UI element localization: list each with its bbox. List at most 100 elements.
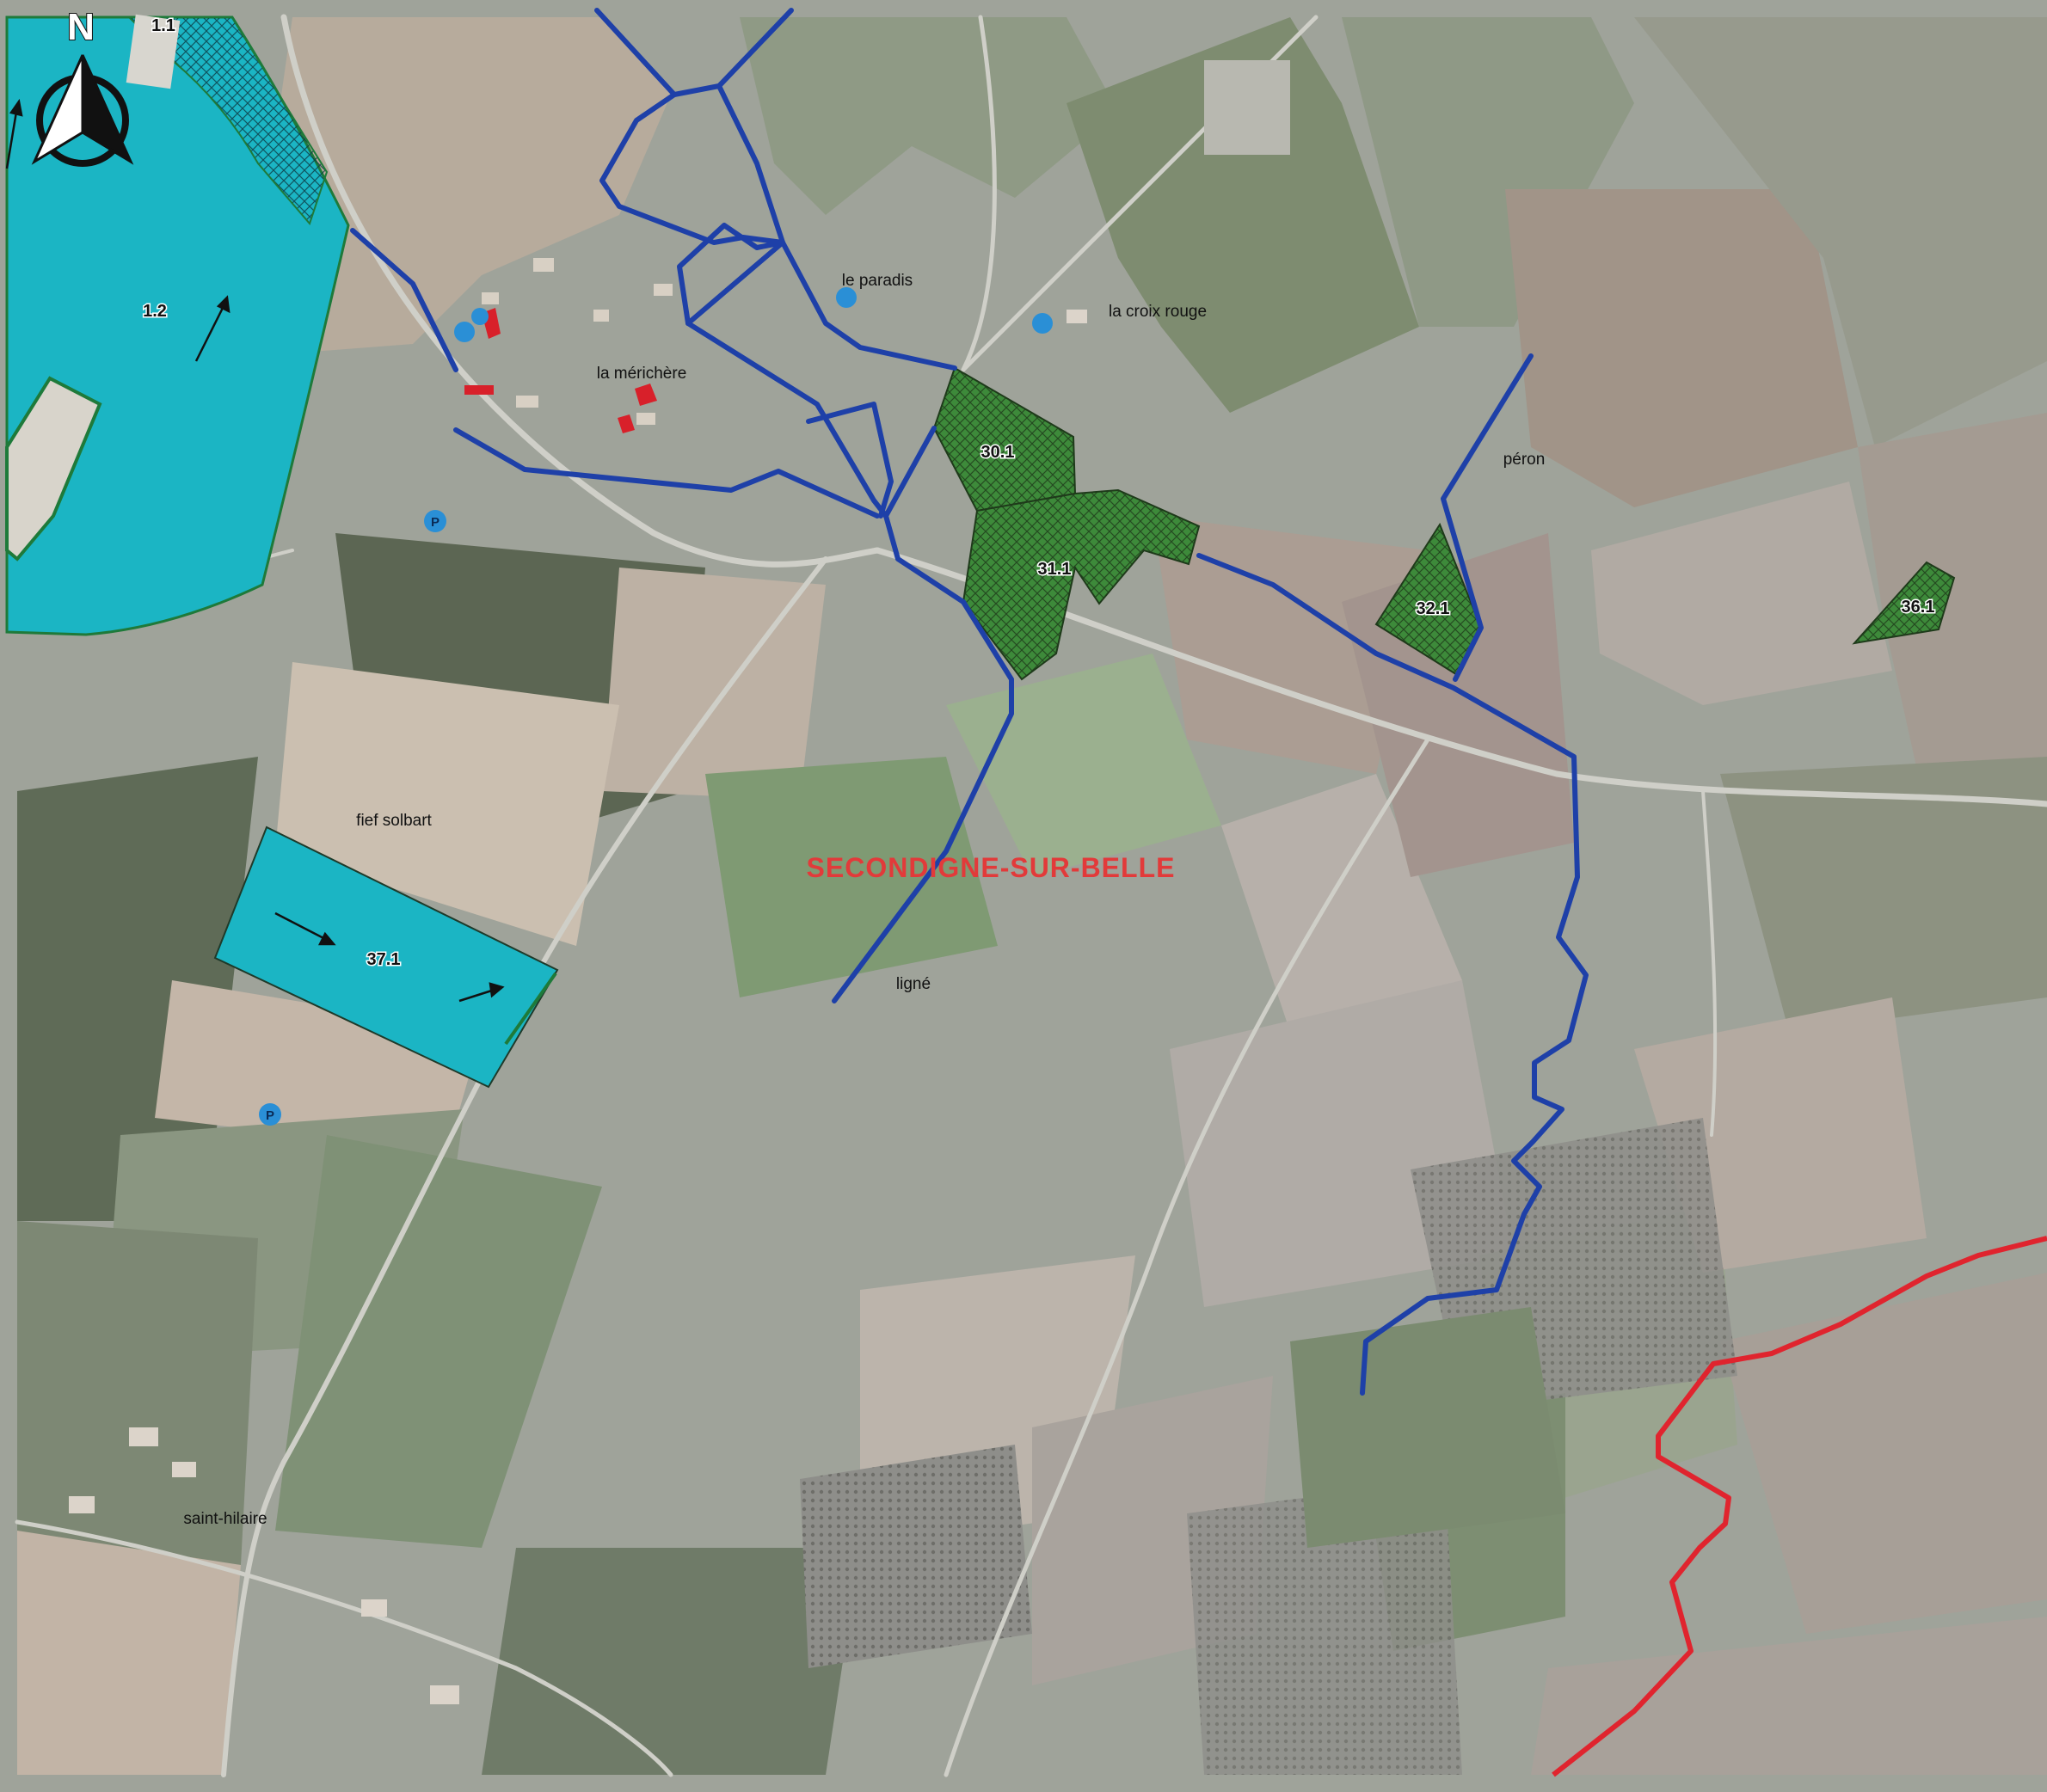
north-label: N [67, 6, 95, 48]
hedge-line[interactable] [1196, 553, 1589, 1396]
road [280, 14, 881, 568]
hedge-line[interactable] [685, 321, 888, 519]
field [1153, 516, 1428, 774]
parcel-36-1-hatch [1854, 562, 1954, 643]
flow-arrows [5, 98, 505, 1003]
parking-marker[interactable]: P [259, 1103, 281, 1126]
building-symbol [464, 385, 494, 395]
building [636, 413, 655, 425]
arrow-icon [274, 911, 329, 942]
parcel-label-32-1: 32.1 [1417, 599, 1450, 618]
orchard [800, 1445, 1032, 1668]
parcel-label-30-1: 30.1 [981, 443, 1015, 462]
water-point-icon[interactable] [1032, 313, 1053, 334]
field [602, 568, 826, 800]
road [961, 15, 997, 372]
field [1720, 757, 2047, 1032]
field [482, 1548, 860, 1775]
arrow-head-icon [317, 931, 336, 946]
parcel-37-1-edge [504, 972, 557, 1046]
field [1634, 17, 2047, 447]
field [17, 1221, 258, 1565]
roads [15, 14, 2047, 1777]
building [516, 396, 538, 408]
parcel-label-1-2: 1.2 [143, 302, 167, 321]
field [946, 654, 1221, 877]
parcel-label-31-1: 31.1 [1038, 560, 1072, 579]
field [17, 1531, 241, 1775]
building [430, 1685, 459, 1704]
hedge-line[interactable] [677, 223, 785, 326]
hedge-line[interactable] [350, 228, 458, 372]
buildings [69, 60, 1290, 1704]
field [1531, 1617, 2047, 1775]
building [654, 284, 673, 296]
building [533, 258, 554, 272]
place-name-la-merichere: la mérichère [597, 365, 687, 383]
parcel-30-1-hatch [934, 368, 1075, 511]
parking-marker[interactable]: P [424, 510, 446, 532]
arrow-head-icon [216, 295, 231, 314]
place-name-peron: péron [1503, 451, 1546, 469]
place-name-le-paradis: le paradis [842, 272, 913, 290]
parking-icon [259, 1103, 281, 1126]
road [221, 556, 828, 1777]
hedge-line[interactable] [1441, 353, 1534, 682]
hedge-line[interactable] [453, 427, 880, 519]
place-name-saint-hilaire: saint-hilaire [183, 1510, 267, 1528]
parcel-1-1-hatch[interactable] [126, 16, 329, 225]
field [1858, 413, 2047, 774]
parcel-1-1-quarry [126, 14, 181, 89]
woodland [1290, 1307, 1565, 1548]
arrow-icon [5, 106, 19, 169]
parcel-32-1-hatch [1376, 525, 1481, 676]
field [705, 757, 998, 997]
building [593, 310, 609, 322]
field [258, 17, 671, 353]
parcel-label-36-1: 36.1 [1902, 598, 1935, 617]
parcel-labels: 1.1 1.2 30.1 31.1 32.1 36.1 37.1 [142, 15, 1936, 971]
north-arrow-right-half [81, 54, 134, 165]
road [1701, 789, 1718, 1137]
markers: P P [259, 287, 1053, 1126]
hedge-line[interactable] [594, 8, 794, 97]
road [15, 1519, 673, 1777]
building [1204, 60, 1290, 155]
north-arrow[interactable]: N [31, 5, 134, 167]
water-point-icon[interactable] [836, 287, 857, 308]
hedge-line[interactable] [806, 402, 894, 519]
building [1067, 310, 1087, 323]
water-point-icon[interactable] [454, 322, 475, 342]
parking-label: P [431, 515, 440, 530]
hedge-line[interactable] [832, 426, 1014, 1003]
building [129, 1427, 158, 1446]
orchard [1187, 1479, 1462, 1775]
place-name-fief-solbart: fief solbart [356, 812, 432, 830]
parcel-31-1-hatch [963, 490, 1199, 679]
field-patchwork [17, 17, 2047, 1775]
field [1591, 482, 1892, 705]
field [1342, 17, 1634, 327]
parking-icon [424, 510, 446, 532]
parcel-37-1[interactable] [213, 825, 559, 1089]
building-symbol [618, 414, 635, 433]
water-point-icon[interactable] [471, 308, 489, 325]
place-name-la-croix-rouge: la croix rouge [1109, 303, 1207, 321]
field [1067, 17, 1419, 413]
building [69, 1496, 95, 1513]
blue-parcels [5, 14, 559, 1089]
commune-label: SECONDIGNE-SUR-BELLE [807, 852, 1176, 883]
arrow-icon [194, 302, 227, 362]
parcel-label-1-1: 1.1 [151, 16, 175, 35]
arrow-head-icon [489, 982, 505, 998]
hedge-line[interactable] [716, 83, 957, 371]
hedge-lines [350, 8, 1589, 1396]
building-symbols [464, 308, 657, 433]
place-names: le paradis la croix rouge la mérichère p… [183, 272, 1545, 1528]
field [1720, 1273, 2047, 1634]
quarry-strip [5, 376, 102, 562]
building [172, 1462, 196, 1477]
field [275, 1135, 602, 1548]
building [361, 1599, 387, 1617]
